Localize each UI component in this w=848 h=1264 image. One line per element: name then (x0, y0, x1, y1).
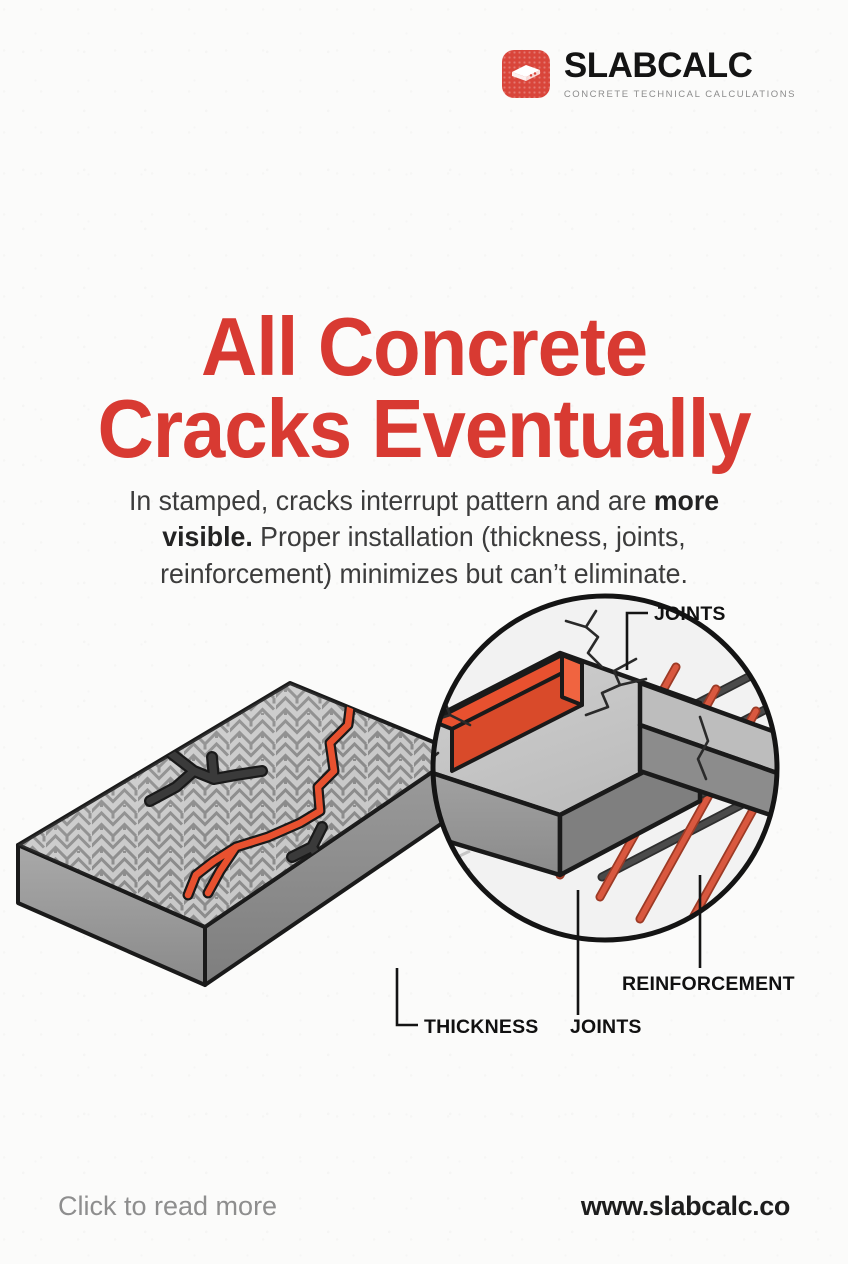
leader-thickness (395, 968, 418, 1027)
subtitle: In stamped, cracks interrupt pattern and… (89, 483, 758, 593)
leader-joints-top (625, 611, 648, 670)
subtitle-emphasis: more visible. (162, 484, 720, 553)
label-thickness: THICKNESS (424, 1016, 538, 1038)
website-url[interactable]: www.slabcalc.co (580, 1191, 790, 1221)
footer: Click to read more www.slabcalc.co (58, 1191, 790, 1222)
brand-tagline: CONCRETE TECHNICAL CALCULATIONS (563, 89, 796, 100)
label-joints-top: JOINTS (654, 603, 726, 625)
read-more-link[interactable]: Click to read more (58, 1191, 278, 1221)
subtitle-part-2: Proper installation (thickness, joints, … (160, 521, 688, 589)
crack-highlight (184, 688, 356, 899)
label-joints-bottom: JOINTS (570, 1016, 642, 1038)
leader-lines (395, 611, 702, 1027)
brand-logo[interactable]: SLABCALC CONCRETE TECHNICAL CALCULATIONS (501, 48, 796, 100)
subtitle-part-1: In stamped, cracks interrupt pattern and… (128, 484, 654, 516)
stamped-slab-model (16, 681, 462, 987)
control-joint (433, 653, 584, 773)
magnified-cutaway (430, 593, 780, 943)
headline-line-1: All Concrete (200, 299, 648, 393)
headline-line-2: Cracks Eventually (97, 381, 751, 475)
brand-wordmark: SLABCALC CONCRETE TECHNICAL CALCULATIONS (564, 48, 796, 100)
slab-illustration: JOINTS THICKNESS JOINTS REINFORCEMENT (0, 575, 848, 1075)
brand-name: SLABCALC (563, 46, 753, 85)
label-reinforcement: REINFORCEMENT (622, 973, 795, 995)
concrete-slab-icon (501, 49, 550, 98)
page-title: All Concrete Cracks Eventually (25, 305, 822, 475)
